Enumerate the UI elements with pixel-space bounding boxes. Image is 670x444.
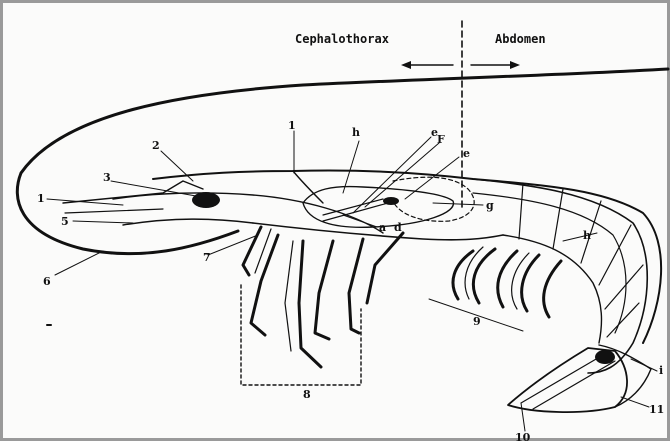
label-3: 3 <box>103 171 111 184</box>
label-10: 10 <box>515 431 531 444</box>
label-11: 11 <box>649 403 664 416</box>
label-F: F <box>437 133 445 146</box>
eye <box>192 192 220 208</box>
label-i: i <box>659 364 663 377</box>
shrimp-anatomy-diagram: Cephalothorax Abdomen <box>3 3 670 444</box>
label-8: 8 <box>303 388 311 401</box>
label-2: 2 <box>152 139 160 152</box>
label-9: 9 <box>473 315 481 328</box>
label-5: 5 <box>61 215 69 228</box>
cephalothorax-arrow <box>401 61 453 69</box>
label-7: 7 <box>203 251 211 264</box>
label-d: d <box>394 221 402 234</box>
cephalothorax-label: Cephalothorax <box>295 32 389 46</box>
label-1-left: 1 <box>37 192 45 205</box>
label-h-abdomen: h <box>583 229 591 242</box>
tail-fan <box>508 345 651 412</box>
abdomen-label: Abdomen <box>495 32 546 46</box>
walking-legs <box>243 227 403 367</box>
pleopods <box>453 247 561 317</box>
label-6: 6 <box>43 275 51 288</box>
label-e-right: e <box>463 147 470 160</box>
label-g: g <box>486 199 494 212</box>
shrimp-body <box>63 170 661 343</box>
label-a: a <box>379 221 386 234</box>
label-1-top: 1 <box>288 119 296 132</box>
label-h-top: h <box>352 126 360 139</box>
abdomen-arrow <box>471 61 520 69</box>
